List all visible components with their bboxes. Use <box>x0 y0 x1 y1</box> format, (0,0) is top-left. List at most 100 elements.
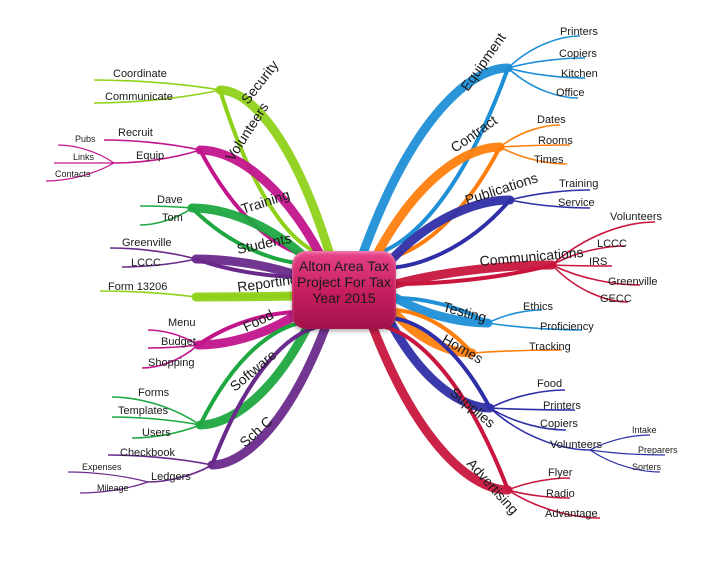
subtopic-communications-3[interactable]: Greenville <box>608 276 658 288</box>
subtopic-line <box>111 416 201 426</box>
subtopic-food-2[interactable]: Shopping <box>148 357 195 369</box>
subtopic-supplies-0[interactable]: Food <box>537 378 562 390</box>
branch-security-label[interactable]: Security <box>238 57 282 107</box>
leaf-line <box>45 162 115 182</box>
central-topic-line: Year 2015 <box>312 290 376 306</box>
subtopic-line <box>487 322 583 331</box>
subtopic-line <box>489 407 576 411</box>
subtopic-line <box>489 407 591 451</box>
subtopic-food-0[interactable]: Menu <box>168 317 196 329</box>
subtopic-software-0[interactable]: Forms <box>138 387 170 399</box>
branch-contract-trunk <box>369 142 505 265</box>
branch-testing-trunk <box>391 293 493 328</box>
subtopic-advertising-0[interactable]: Flyer <box>548 467 573 479</box>
leaf-schc-1-1[interactable]: Mileage <box>97 483 129 493</box>
branch-food-trunk <box>193 307 305 350</box>
leaf-supplies-3-1[interactable]: Preparers <box>638 445 678 455</box>
subtopic-students-0[interactable]: Greenville <box>122 237 172 249</box>
subtopic-line <box>109 247 197 260</box>
branch-training-trunk <box>187 203 317 269</box>
subtopic-security-1[interactable]: Communicate <box>105 91 173 103</box>
leaf-supplies-3-0[interactable]: Intake <box>632 425 657 435</box>
leaf-line <box>67 471 149 483</box>
subtopic-food-1[interactable]: Budget <box>161 336 196 348</box>
subtopic-schc-1[interactable]: Ledgers <box>151 471 191 483</box>
central-topic-label: Alton Area Tax Project For Tax Year 2015 <box>292 258 396 306</box>
subtopic-line <box>147 464 213 483</box>
subtopic-equipment-2[interactable]: Kitchen <box>561 68 598 80</box>
subtopic-communications-4[interactable]: GECC <box>600 293 632 305</box>
subtopic-volunteers-0[interactable]: Recruit <box>118 127 153 139</box>
subtopic-equipment-0[interactable]: Printers <box>560 26 598 38</box>
branch-training-label[interactable]: Training <box>239 186 292 217</box>
leaf-schc-1-0[interactable]: Expenses <box>82 462 122 472</box>
subtopic-line <box>99 290 197 298</box>
subtopic-line <box>111 396 201 426</box>
branch-students-trunk <box>191 254 307 282</box>
subtopic-volunteers-1[interactable]: Equip <box>136 150 164 162</box>
subtopic-advertising-1[interactable]: Radio <box>546 488 575 500</box>
leaf-volunteers-1-2[interactable]: Contacts <box>55 169 91 179</box>
subtopic-communications-0[interactable]: Volunteers <box>610 211 662 223</box>
subtopic-contract-2[interactable]: Times <box>534 154 564 166</box>
subtopic-line <box>93 79 221 91</box>
leaf-volunteers-1-1[interactable]: Links <box>73 152 95 162</box>
subtopic-line <box>489 389 566 409</box>
subtopic-line <box>103 139 201 151</box>
subtopic-security-0[interactable]: Coordinate <box>113 68 167 80</box>
subtopic-advertising-2[interactable]: Advantage <box>545 508 598 520</box>
subtopic-testing-1[interactable]: Proficiency <box>540 321 594 333</box>
subtopic-line <box>507 67 586 79</box>
subtopic-software-1[interactable]: Templates <box>118 405 169 417</box>
subtopic-testing-0[interactable]: Ethics <box>523 301 553 313</box>
subtopic-line <box>93 89 221 104</box>
branch-testing-trunk-inner <box>394 296 490 325</box>
branch-advertising-label[interactable]: Advertising <box>464 455 522 517</box>
subtopic-training-1[interactable]: Tom <box>162 212 183 224</box>
branch-security-trunk <box>215 85 335 260</box>
subtopic-publications-0[interactable]: Training <box>559 178 598 190</box>
subtopic-supplies-1[interactable]: Printers <box>543 400 581 412</box>
subtopic-equipment-1[interactable]: Copiers <box>559 48 597 60</box>
branch-advertising-trunk <box>367 320 513 495</box>
subtopic-line <box>551 221 656 266</box>
subtopic-communications-2[interactable]: IRS <box>589 256 607 268</box>
subtopic-reporting-0[interactable]: Form 13206 <box>108 281 167 293</box>
subtopic-schc-0[interactable]: Checkbook <box>120 447 176 459</box>
subtopic-supplies-3[interactable]: Volunteers <box>550 439 602 451</box>
subtopic-line <box>141 344 199 369</box>
leaf-line <box>79 481 149 494</box>
subtopic-line <box>113 149 201 164</box>
branch-volunteers-label[interactable]: Volunteers <box>222 99 271 163</box>
subtopic-line <box>509 199 591 209</box>
subtopic-software-2[interactable]: Users <box>142 427 171 439</box>
subtopic-supplies-2[interactable]: Copiers <box>540 418 578 430</box>
subtopic-communications-1[interactable]: LCCC <box>597 238 627 250</box>
central-topic-line: Project For Tax <box>297 274 391 290</box>
subtopic-contract-0[interactable]: Dates <box>537 114 566 126</box>
branch-homes-trunk-inner <box>390 308 474 355</box>
subtopic-students-1[interactable]: LCCC <box>131 257 161 269</box>
branch-volunteers-trunk <box>195 145 327 263</box>
subtopic-line <box>507 57 586 69</box>
subtopic-publications-1[interactable]: Service <box>558 197 595 209</box>
subtopic-training-0[interactable]: Dave <box>157 194 183 206</box>
subtopic-line <box>551 264 613 267</box>
branch-equipment-trunk <box>357 63 513 261</box>
branch-reporting-label[interactable]: Reporting <box>236 271 298 295</box>
subtopic-homes-0[interactable]: Tracking <box>529 341 571 353</box>
branch-schc-trunk <box>207 321 331 470</box>
central-topic[interactable] <box>292 251 396 329</box>
subtopic-line <box>147 344 199 349</box>
leaf-supplies-3-2[interactable]: Sorters <box>632 462 662 472</box>
subtopic-line <box>507 489 601 519</box>
subtopic-line <box>507 67 579 99</box>
subtopic-equipment-3[interactable]: Office <box>556 87 585 99</box>
leaf-volunteers-1-0[interactable]: Pubs <box>75 134 96 144</box>
central-topic-line: Alton Area Tax <box>298 258 390 274</box>
subtopic-contract-1[interactable]: Rooms <box>538 135 573 147</box>
subtopic-line <box>551 264 629 303</box>
subtopic-line <box>131 424 201 439</box>
subtopic-line <box>499 146 568 165</box>
